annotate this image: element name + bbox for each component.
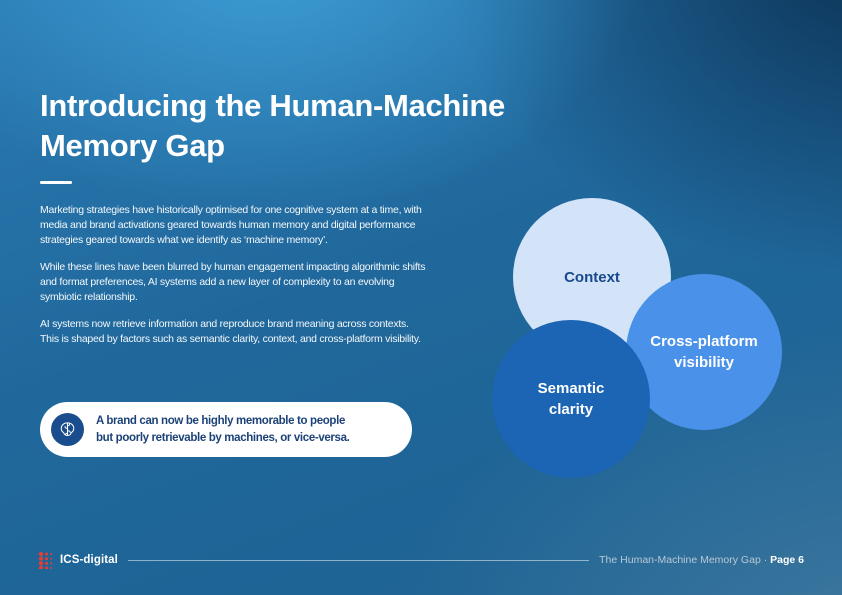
- brand-name: ICS-digital: [60, 554, 118, 566]
- callout-card: A brand can now be highly memorable to p…: [40, 402, 412, 457]
- footer-divider: [127, 559, 590, 561]
- paragraph-1: Marketing strategies have historically o…: [40, 204, 422, 246]
- venn-circle-semantic: Semantic clarity: [492, 320, 650, 478]
- footer-doc-title: The Human-Machine Memory Gap: [599, 554, 761, 566]
- paragraph-2: While these lines have been blurred by h…: [40, 261, 426, 303]
- callout-text: A brand can now be highly memorable to p…: [96, 413, 350, 447]
- venn-label-context: Context: [564, 268, 620, 286]
- title-underline: [40, 181, 72, 184]
- ics-logo-dots-icon: [38, 551, 53, 569]
- brain-icon: [51, 413, 84, 446]
- page-number: Page 6: [770, 554, 804, 566]
- venn-circle-cross-platform: Cross-platform visibility: [626, 274, 782, 430]
- venn-label-semantic: Semantic clarity: [537, 380, 605, 418]
- footer-doc-ref: The Human-Machine Memory Gap · Page 6: [599, 554, 804, 566]
- paragraph-3: AI systems now retrieve information and …: [40, 318, 421, 345]
- footer-separator: ·: [763, 554, 768, 566]
- page-title: Introducing the Human-Machine Memory Gap: [40, 88, 505, 163]
- brand-logo: ICS-digital: [38, 551, 118, 569]
- callout-line-2: but poorly retrievable by machines, or v…: [96, 431, 350, 444]
- body-copy: Marketing strategies have historically o…: [40, 203, 428, 359]
- callout-line-1: A brand can now be highly memorable to p…: [96, 414, 345, 427]
- venn-label-cross-platform: Cross-platform visibility: [650, 333, 758, 371]
- footer: ICS-digital The Human-Machine Memory Gap…: [38, 550, 804, 570]
